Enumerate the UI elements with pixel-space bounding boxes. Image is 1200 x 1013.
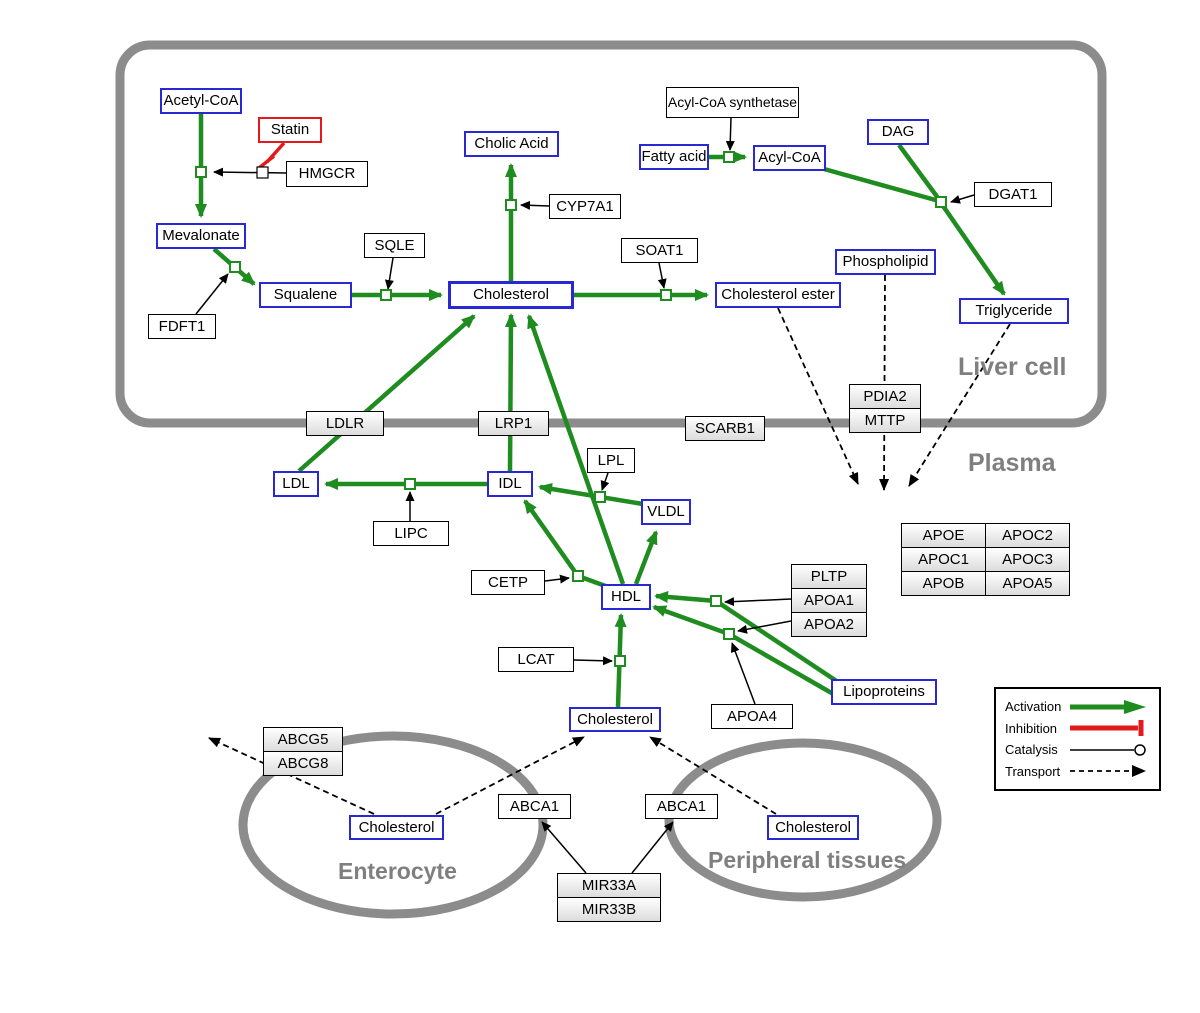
node-mttp[interactable]: MTTP (849, 408, 921, 433)
inhibition-tbar-icon (1070, 720, 1144, 737)
node-apob[interactable]: APOB (901, 571, 986, 596)
node-cholesterol-peripheral[interactable]: Cholesterol (767, 815, 859, 840)
node-apoa1[interactable]: APOA1 (791, 588, 867, 613)
legend-row-inhibition: Inhibition (1005, 718, 1150, 739)
node-mir33a[interactable]: MIR33A (557, 873, 661, 898)
node-fatty-acid[interactable]: Fatty acid (639, 144, 709, 170)
node-ldlr[interactable]: LDLR (306, 411, 384, 436)
node-acetyl-coa[interactable]: Acetyl-CoA (160, 88, 242, 114)
legend: Activation Inhibition Catalysis Transpor… (994, 687, 1161, 791)
liver-cell-membrane (115, 40, 1107, 428)
catalysis-anchor-node (256, 166, 269, 179)
node-ldl[interactable]: LDL (273, 471, 319, 497)
node-fdft1[interactable]: FDFT1 (148, 314, 216, 339)
node-apoa4[interactable]: APOA4 (711, 704, 793, 729)
node-scarb1[interactable]: SCARB1 (685, 416, 765, 441)
node-dag[interactable]: DAG (867, 119, 929, 145)
node-lcat[interactable]: LCAT (498, 647, 574, 672)
legend-row-transport: Transport (1005, 761, 1150, 782)
transport-edges (208, 274, 1011, 815)
node-abcg5[interactable]: ABCG5 (263, 727, 343, 752)
node-acyl-coa[interactable]: Acyl-CoA (753, 145, 826, 171)
node-apoc2[interactable]: APOC2 (985, 523, 1070, 548)
transport-dashed-arrow-icon (1070, 765, 1146, 778)
legend-row-catalysis: Catalysis (1005, 739, 1150, 760)
node-dgat1[interactable]: DGAT1 (974, 182, 1052, 207)
peripheral-tissues-label: Peripheral tissues (708, 847, 907, 873)
node-abca1-enterocyte[interactable]: ABCA1 (498, 794, 571, 819)
node-cetp[interactable]: CETP (471, 570, 545, 595)
node-cyp7a1[interactable]: CYP7A1 (549, 194, 621, 219)
node-lpl[interactable]: LPL (587, 448, 635, 473)
inhibition-edge (257, 141, 286, 170)
node-statin[interactable]: Statin (258, 117, 322, 143)
node-apoa5[interactable]: APOA5 (985, 571, 1070, 596)
node-vldl[interactable]: VLDL (641, 499, 691, 525)
activation-arrow-icon (1070, 699, 1146, 714)
node-idl[interactable]: IDL (487, 471, 533, 497)
node-soat1[interactable]: SOAT1 (621, 238, 698, 263)
legend-catalysis-label: Catalysis (1005, 742, 1058, 758)
node-phospholipid[interactable]: Phospholipid (835, 249, 936, 275)
catalysis-edges (195, 117, 975, 874)
legend-activation-label: Activation (1005, 699, 1062, 714)
node-apoa2[interactable]: APOA2 (791, 612, 867, 637)
node-lrp1[interactable]: LRP1 (478, 411, 549, 436)
node-apoc1[interactable]: APOC1 (901, 547, 986, 572)
node-pltp[interactable]: PLTP (791, 564, 867, 589)
liver-cell-label: Liver cell (958, 353, 1067, 381)
node-cholesterol-plasma[interactable]: Cholesterol (569, 707, 661, 732)
node-pdia2[interactable]: PDIA2 (849, 384, 921, 409)
node-hdl[interactable]: HDL (601, 584, 651, 610)
node-apoe[interactable]: APOE (901, 523, 986, 548)
node-mir33b[interactable]: MIR33B (557, 897, 661, 922)
node-lipoproteins[interactable]: Lipoproteins (831, 679, 937, 705)
node-abcg8[interactable]: ABCG8 (263, 751, 343, 776)
node-apoc3[interactable]: APOC3 (985, 547, 1070, 572)
node-lipc[interactable]: LIPC (373, 521, 449, 546)
catalysis-circle-icon (1070, 744, 1146, 756)
node-cholic-acid[interactable]: Cholic Acid (464, 131, 559, 157)
reaction-nodes (195, 151, 947, 667)
node-cholesterol-liver[interactable]: Cholesterol (448, 281, 574, 309)
node-triglyceride[interactable]: Triglyceride (959, 298, 1069, 324)
node-squalene[interactable]: Squalene (259, 282, 352, 308)
node-sqle[interactable]: SQLE (364, 233, 425, 258)
node-hmgcr[interactable]: HMGCR (286, 161, 368, 187)
legend-transport-label: Transport (1005, 763, 1061, 779)
plasma-label: Plasma (968, 449, 1056, 477)
node-cholesterol-ester[interactable]: Cholesterol ester (715, 282, 841, 308)
node-abca1-peripheral[interactable]: ABCA1 (645, 794, 718, 819)
node-mevalonate[interactable]: Mevalonate (156, 223, 246, 249)
legend-row-activation: Activation (1005, 696, 1150, 717)
enterocyte-label: Enterocyte (338, 858, 457, 884)
node-cholesterol-enterocyte[interactable]: Cholesterol (349, 815, 444, 840)
node-acyl-coa-synthetase[interactable]: Acyl-CoA synthetase (666, 87, 799, 118)
legend-inhibition-label: Inhibition (1005, 720, 1058, 736)
peripheral-tissues-membrane (664, 738, 942, 902)
